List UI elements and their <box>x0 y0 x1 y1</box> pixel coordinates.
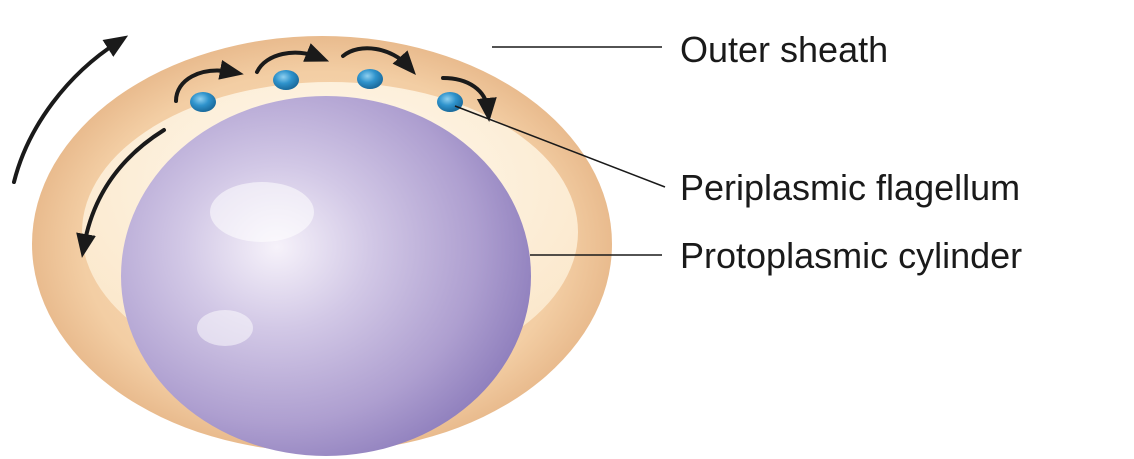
cylinder-highlight-2 <box>197 310 253 346</box>
flagellum-dot <box>357 69 383 89</box>
flagellum-dot <box>437 92 463 112</box>
label-periplasmic-flagellum: Periplasmic flagellum <box>680 168 1020 208</box>
flagellum-dot <box>190 92 216 112</box>
label-protoplasmic-cylinder: Protoplasmic cylinder <box>680 236 1022 276</box>
cylinder-highlight <box>210 182 314 242</box>
protoplasmic-cylinder <box>121 96 531 456</box>
label-outer-sheath: Outer sheath <box>680 30 888 70</box>
flagellum-dot <box>273 70 299 90</box>
